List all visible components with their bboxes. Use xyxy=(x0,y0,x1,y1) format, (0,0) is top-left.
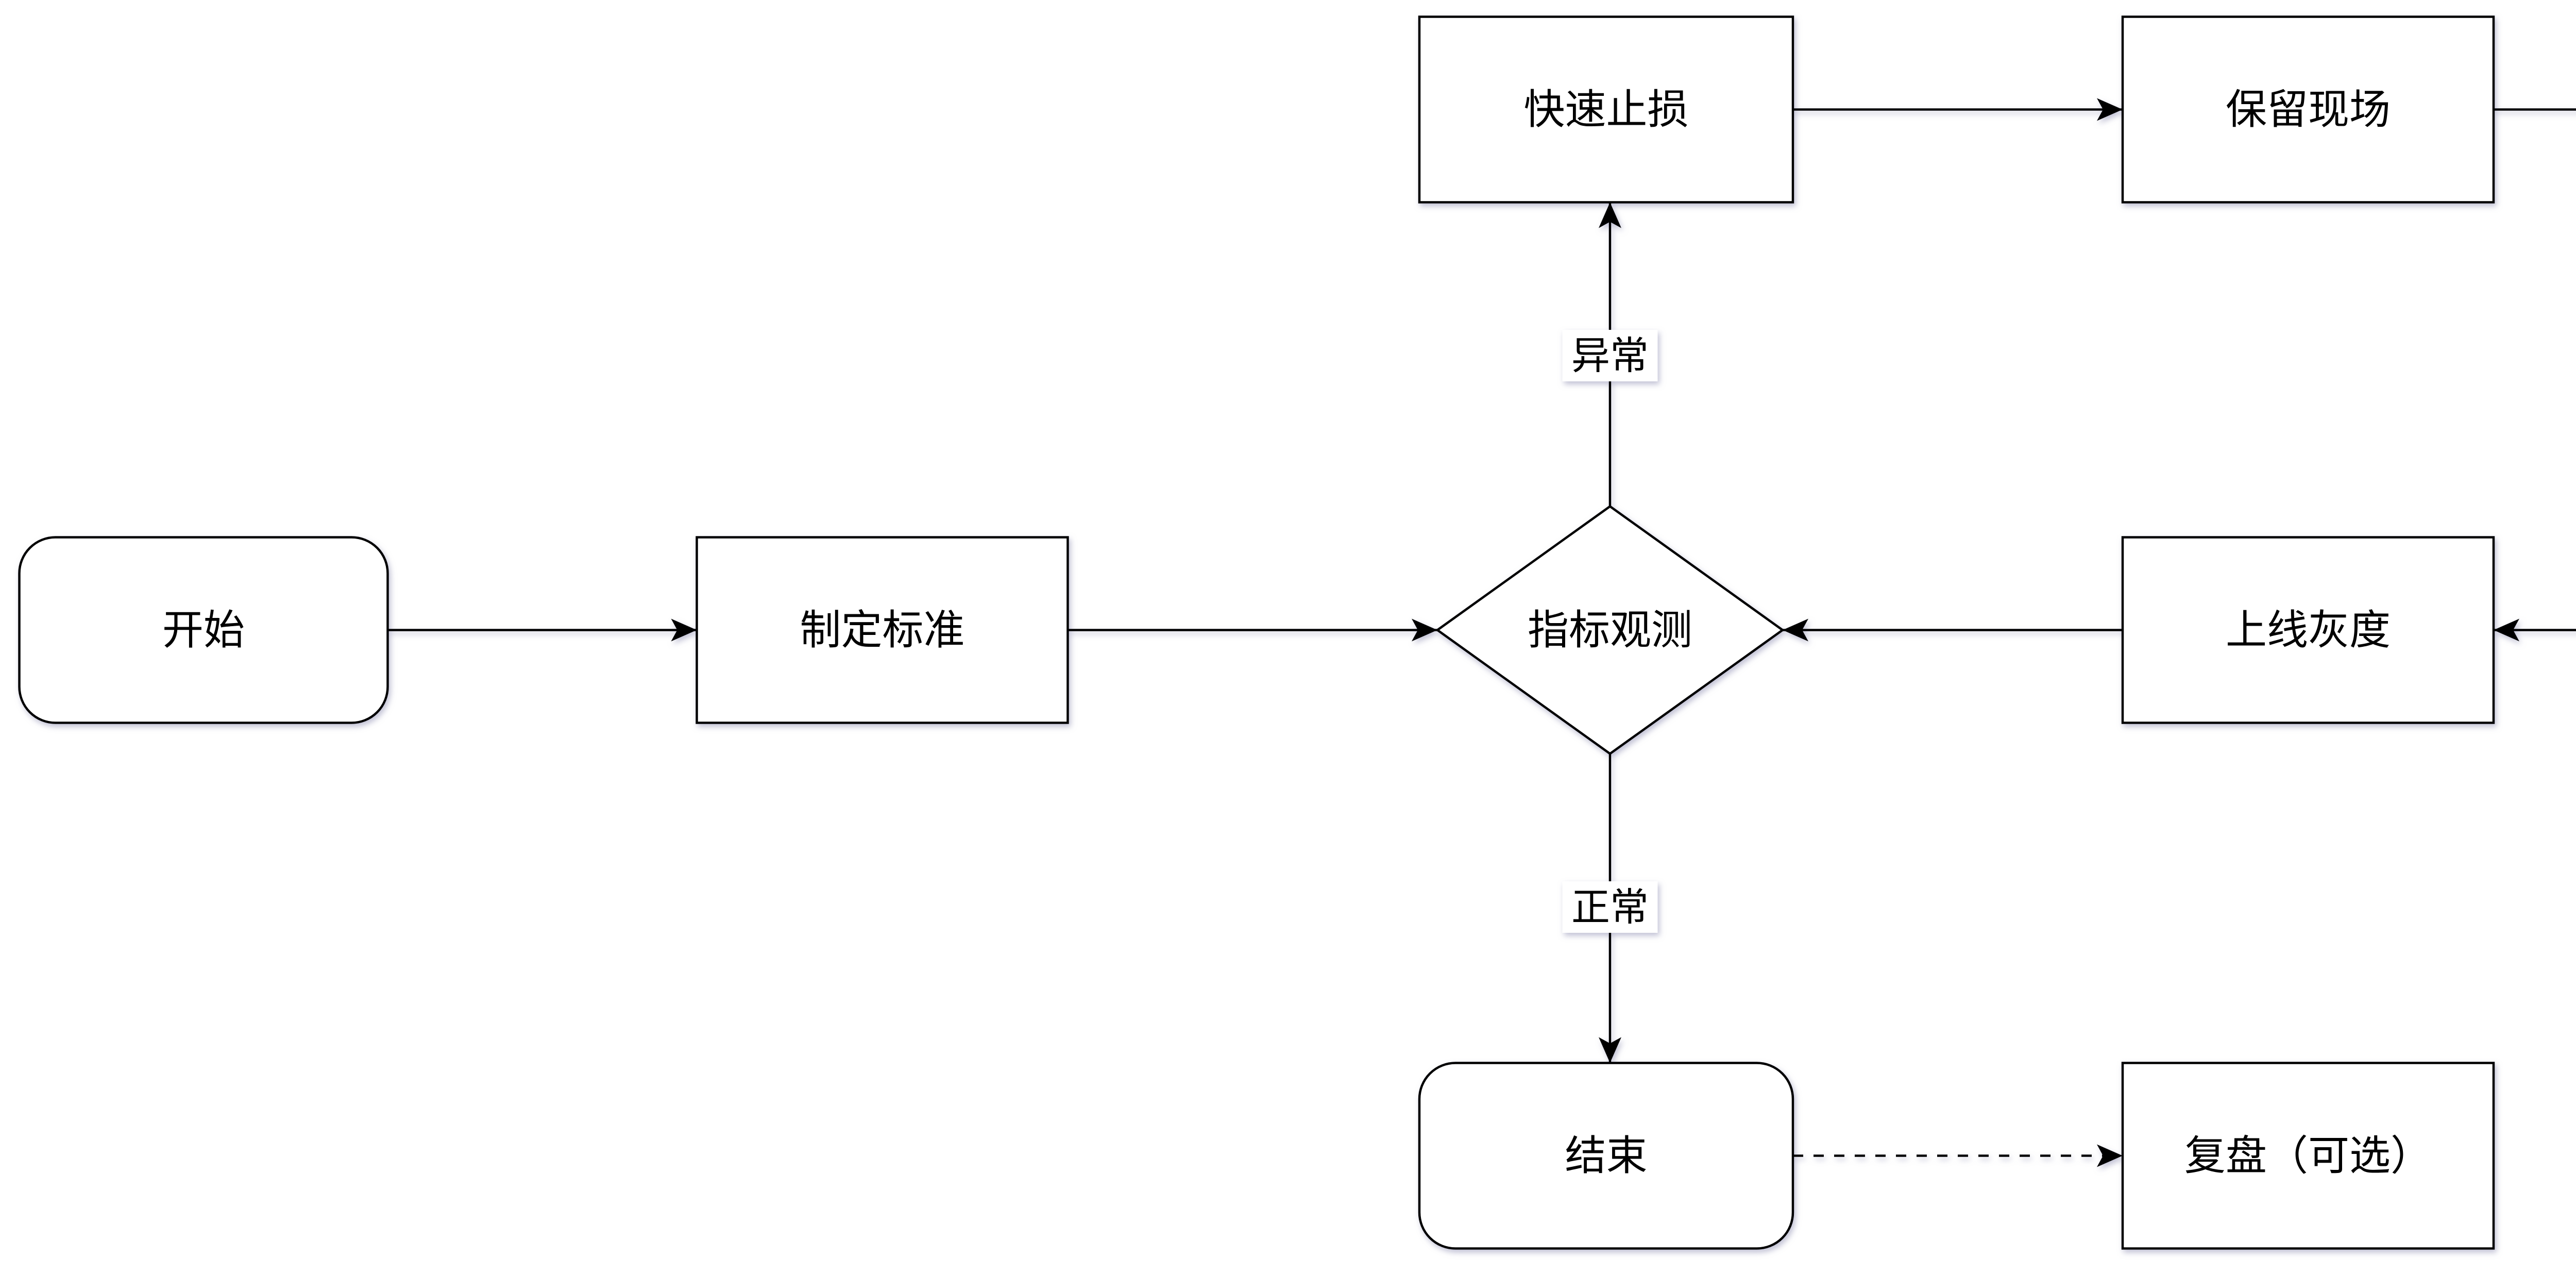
node-gray-release-label: 上线灰度 xyxy=(2226,607,2391,653)
node-gray-release-shape xyxy=(2121,536,2495,724)
node-end-label: 结束 xyxy=(1565,1133,1648,1179)
edge-label-abnormal: 异常 xyxy=(1562,330,1658,381)
edge-labels-layer: 异常 正常 GC 问题 代码问题 xyxy=(1562,330,1658,933)
node-set-standard-label: 制定标准 xyxy=(800,607,965,653)
node-quick-stop-loss-shape xyxy=(1418,15,1794,204)
node-set-standard: 制定标准 xyxy=(696,536,1069,724)
edge-label-normal-text: 正常 xyxy=(1571,885,1649,929)
nodes-layer: 开始 制定标准 指标观测 快速止损 保留现场 因果分析 xyxy=(18,15,2495,1250)
node-metric-watch-shape xyxy=(1435,505,1785,756)
node-metric-watch-label: 指标观测 xyxy=(1528,607,1692,653)
edge-label-abnormal-text: 异常 xyxy=(1571,334,1649,377)
node-start-shape xyxy=(18,536,389,724)
edge-label-normal: 正常 xyxy=(1562,881,1658,933)
node-review: 复盘（可选） xyxy=(2121,1062,2495,1250)
edge-label-abnormal-bg xyxy=(1562,330,1658,381)
node-metric-watch: 指标观测 xyxy=(1435,505,1785,756)
edge-label-normal-bg xyxy=(1562,881,1658,933)
node-start: 开始 xyxy=(18,536,389,724)
node-preserve-scene-shape xyxy=(2121,15,2495,204)
node-gray-release: 上线灰度 xyxy=(2121,536,2495,724)
node-end: 结束 xyxy=(1418,1062,1794,1250)
node-quick-stop-loss-label: 快速止损 xyxy=(1524,87,1689,132)
node-start-label: 开始 xyxy=(162,607,245,653)
node-set-standard-shape xyxy=(696,536,1069,724)
node-preserve-scene: 保留现场 xyxy=(2121,15,2495,204)
node-review-shape xyxy=(2121,1062,2495,1250)
node-quick-stop-loss: 快速止损 xyxy=(1418,15,1794,204)
node-preserve-scene-label: 保留现场 xyxy=(2226,87,2391,132)
node-end-shape xyxy=(1418,1062,1794,1250)
node-review-label: 复盘（可选） xyxy=(2184,1133,2432,1179)
